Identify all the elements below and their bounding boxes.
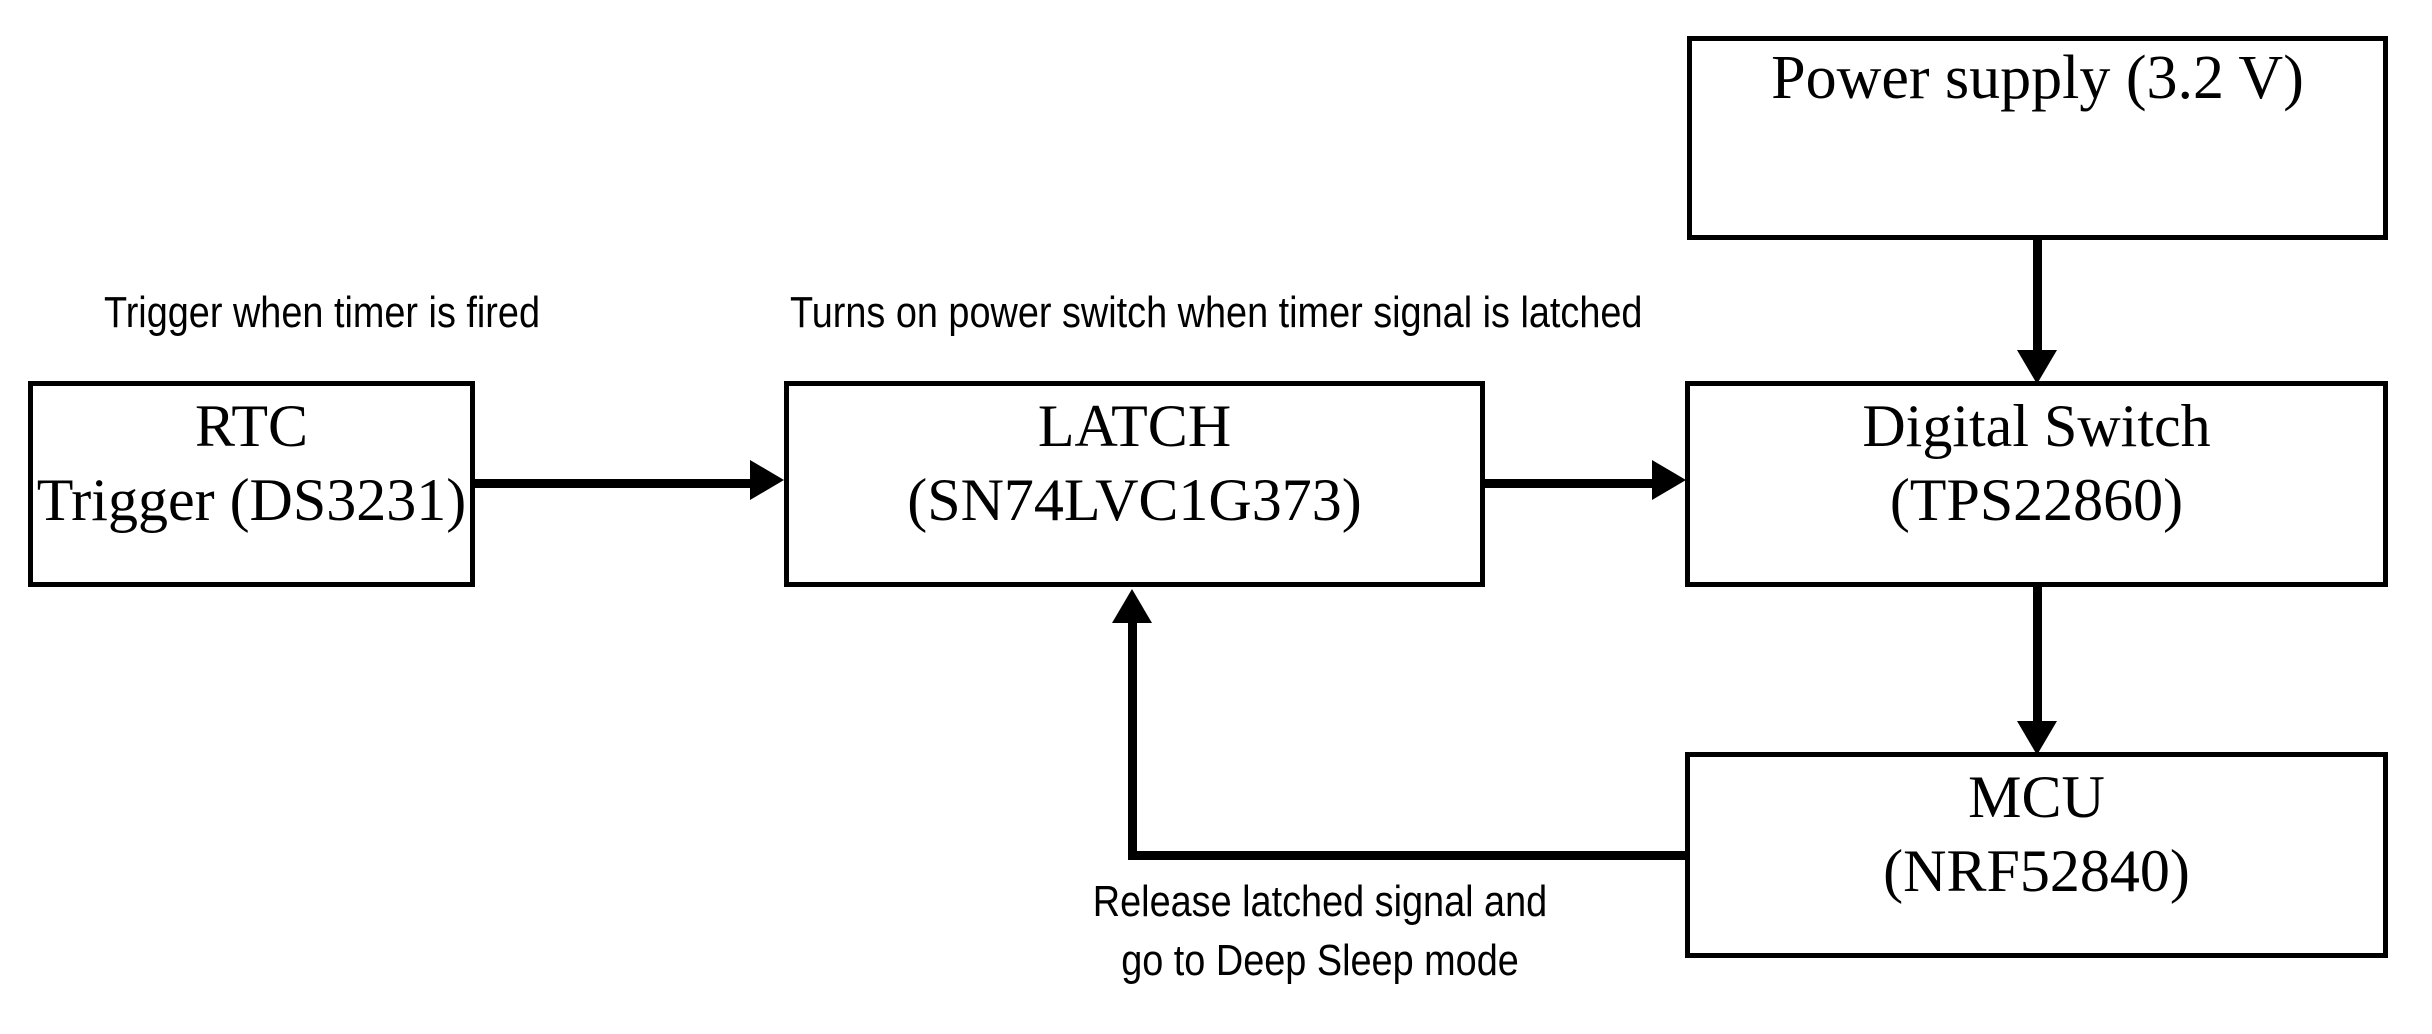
- connector-digital-switch-to-mcu-line: [2033, 587, 2042, 729]
- arrowhead-right-icon-latch-to-digital-switch: [1652, 460, 1686, 500]
- block-latch-label-line-1: LATCH: [1037, 393, 1232, 459]
- caption-rtc-to-latch: Trigger when timer is fired: [104, 288, 540, 337]
- caption-mcu-to-latch: Release latched signal and go to Deep Sl…: [993, 872, 1647, 991]
- block-power-supply: Power supply (3.2 V): [1687, 36, 2388, 240]
- block-digital-switch: Digital Switch (TPS22860): [1685, 381, 2388, 587]
- block-rtc-trigger-label-line-2: Trigger (DS3231): [36, 467, 467, 533]
- arrowhead-up-icon-mcu-to-latch: [1112, 589, 1152, 623]
- arrowhead-down-icon-power-supply-to-digital-switch: [2017, 350, 2057, 384]
- block-power-supply-label-line-1: Power supply (3.2 V): [1771, 44, 2304, 112]
- connector-latch-to-digital-switch-line: [1485, 479, 1657, 488]
- block-mcu: MCU (NRF52840): [1685, 752, 2388, 958]
- caption-latch-to-digital-switch: Turns on power switch when timer signal …: [790, 288, 1643, 337]
- arrowhead-down-icon-digital-switch-to-mcu: [2017, 721, 2057, 755]
- block-latch-label-line-2: (SN74LVC1G373): [907, 467, 1362, 533]
- block-latch: LATCH (SN74LVC1G373): [784, 381, 1485, 587]
- block-mcu-label-line-2: (NRF52840): [1883, 838, 2190, 904]
- block-digital-switch-label-line-2: (TPS22860): [1889, 467, 2184, 533]
- connector-rtc-to-latch-line: [475, 479, 753, 488]
- connector-mcu-to-latch-horizontal: [1128, 851, 1685, 860]
- block-rtc-trigger: RTC Trigger (DS3231): [28, 381, 475, 587]
- block-digital-switch-label-line-1: Digital Switch: [1862, 393, 2211, 459]
- block-rtc-trigger-label-line-1: RTC: [194, 393, 309, 459]
- arrowhead-right-icon-rtc-to-latch: [750, 460, 784, 500]
- block-mcu-label-line-1: MCU: [1968, 764, 2105, 830]
- connector-mcu-to-latch-vertical: [1128, 620, 1137, 860]
- caption-mcu-to-latch-line-2: go to Deep Sleep mode: [1121, 936, 1519, 986]
- caption-mcu-to-latch-line-1: Release latched signal and: [1092, 877, 1548, 926]
- connector-power-supply-to-digital-switch-line: [2033, 240, 2042, 358]
